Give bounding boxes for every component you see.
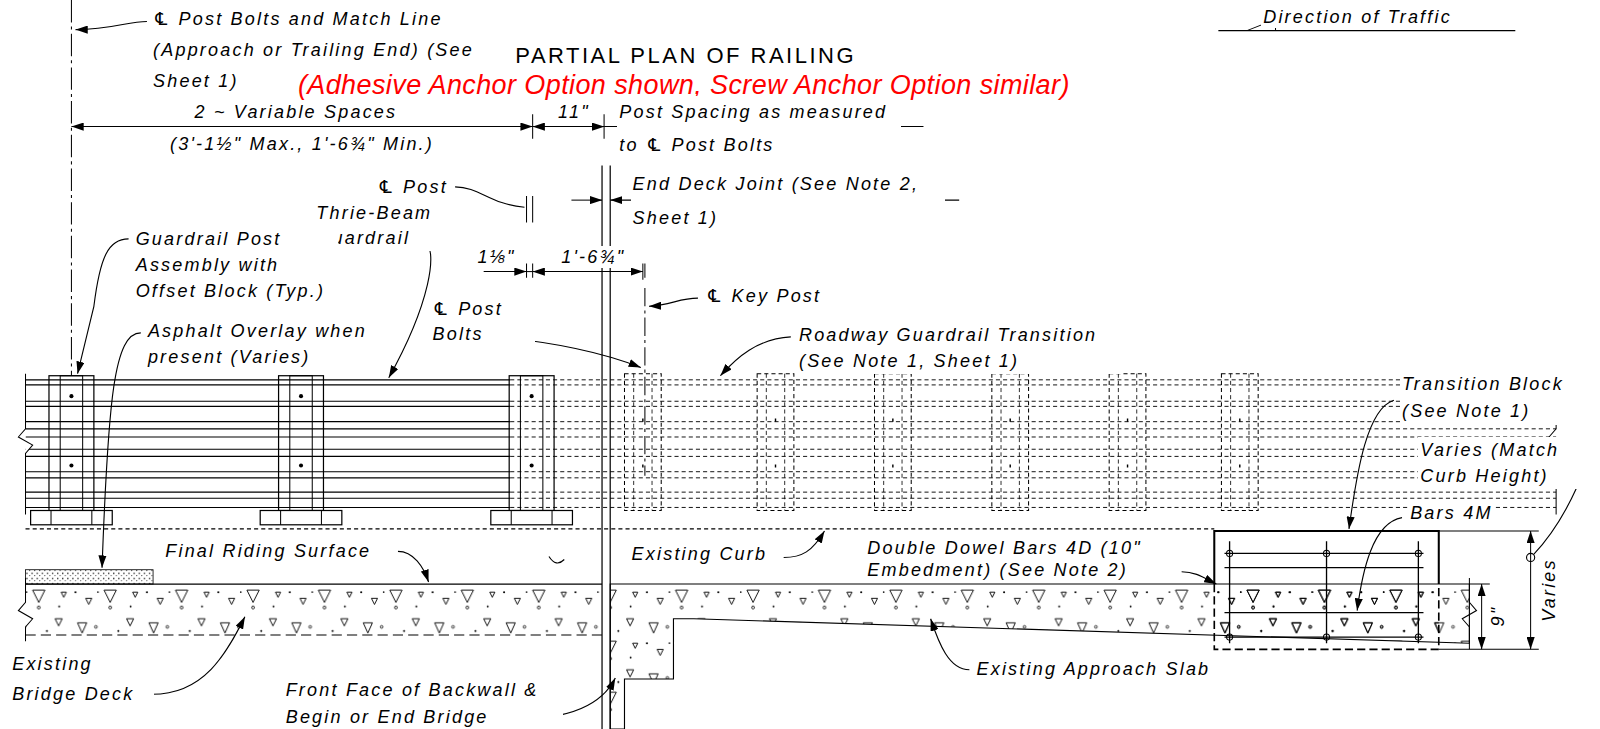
- bridge-deck: [26, 584, 603, 635]
- flow-label: Direction of Traffic: [1261, 6, 1454, 28]
- approach-slab: [610, 584, 1469, 729]
- dimension-line: [533, 126, 604, 127]
- leader-line: [102, 333, 141, 568]
- dimension-label: (3'-1½" Max., 1'-6¾" Min.): [168, 133, 436, 155]
- callout-label: Guardrail Post Assembly with Offset Bloc…: [134, 226, 338, 304]
- dimension-label: 1⅛": [476, 246, 518, 268]
- leader-line: [1534, 488, 1577, 554]
- leader-line: [389, 239, 431, 378]
- post-assembly: [31, 376, 113, 525]
- deck-break: [18, 578, 32, 641]
- thrie-beam-rail: [26, 380, 511, 508]
- extension-line: [642, 263, 643, 279]
- transition-block: [1214, 531, 1438, 649]
- asphalt-overlay: [26, 570, 154, 584]
- bar-end: [1227, 634, 1233, 640]
- leaders: [76, 21, 1577, 718]
- callout-label: Bars 4M: [1408, 502, 1494, 524]
- key-post-centerline: [644, 263, 645, 475]
- slab-break: [1462, 578, 1476, 649]
- deck-bottom: [26, 635, 603, 636]
- dimension-label: 2 ~ Variable Spaces: [193, 101, 400, 123]
- post-assembly: [491, 376, 573, 525]
- callout-label: Transition Block (See Note 1): [1400, 371, 1594, 425]
- callout-label: Existing Curb: [630, 543, 770, 565]
- leader-line: [1349, 400, 1394, 529]
- transition-post: [624, 374, 661, 511]
- leader-line: [1357, 518, 1402, 611]
- leader-loop: [1527, 553, 1535, 561]
- bar-end: [1323, 634, 1329, 640]
- extension-line: [1439, 531, 1539, 649]
- bar-end: [1227, 550, 1233, 556]
- dimension-line: [1530, 531, 1531, 649]
- bars: [1224, 541, 1423, 643]
- callout-label: Existing Bridge Deck: [10, 649, 154, 709]
- dimension-line: [484, 271, 527, 272]
- thrie-beam: [18, 374, 1563, 515]
- leader-line: [649, 298, 698, 306]
- bar-end: [1323, 550, 1329, 556]
- dimension-label: 11": [556, 101, 592, 123]
- leader-line: [1182, 572, 1217, 584]
- callout-label: End Deck Joint (See Note 2, Sheet 1): [631, 167, 945, 235]
- dimensions: [71, 19, 1538, 649]
- leader-line: [76, 21, 147, 29]
- dimension-line: [1481, 584, 1482, 649]
- post-centerline: [527, 196, 533, 278]
- dimension-label: 9": [1487, 604, 1509, 629]
- traffic-line: [1218, 30, 1515, 31]
- dimension-line: [527, 271, 533, 272]
- leader-line: [931, 619, 970, 670]
- leader-line: [784, 531, 825, 558]
- callout-label: Final Riding Surface: [163, 540, 373, 562]
- leader-line: [549, 556, 564, 563]
- transition-post: [1221, 374, 1258, 511]
- leader-line: [152, 617, 245, 695]
- callout-label: Roadway Guardrail Transition (See Note 1…: [797, 322, 1121, 374]
- drawing-title: PARTIAL PLAN OF RAILING: [513, 43, 858, 69]
- transition-post: [757, 374, 794, 511]
- callout-label: Double Dowel Bars 4D (10" Embedment) (Se…: [865, 537, 1169, 581]
- callout-label: ℄ Post: [376, 176, 450, 198]
- callout-label: Varies (Match Curb Height): [1418, 437, 1582, 489]
- dimension-line: [571, 200, 602, 201]
- transition-post: [1109, 374, 1146, 511]
- leader-line: [720, 337, 790, 376]
- dimension-label: Post Spacing as measured to ℄ Post Bolts: [617, 96, 901, 162]
- callout-label: Front Face of Backwall & Begin or End Br…: [284, 677, 563, 729]
- transition-post: [992, 374, 1029, 511]
- post-assembly: [260, 376, 342, 525]
- leader-line: [455, 187, 524, 207]
- rail-break: [18, 374, 32, 515]
- bar-end: [1415, 550, 1421, 556]
- callout-label: Asphalt Overlay when present (Varies): [146, 318, 385, 370]
- dimension-line: [71, 126, 532, 127]
- callout-label: Existing Approach Slab: [974, 658, 1212, 680]
- bar-end: [1415, 634, 1421, 640]
- dimension-label: Varies: [1538, 556, 1560, 624]
- leader-line: [398, 551, 429, 582]
- transition-post: [874, 374, 911, 511]
- callout-label: ℄ Post Bolts: [431, 297, 535, 347]
- dimension-line: [533, 271, 643, 272]
- dimension-label: 1'-6¾": [559, 246, 627, 268]
- callout-label: ℄ Key Post: [704, 285, 823, 307]
- curb-line: [26, 528, 1215, 529]
- concrete: [18, 529, 1476, 729]
